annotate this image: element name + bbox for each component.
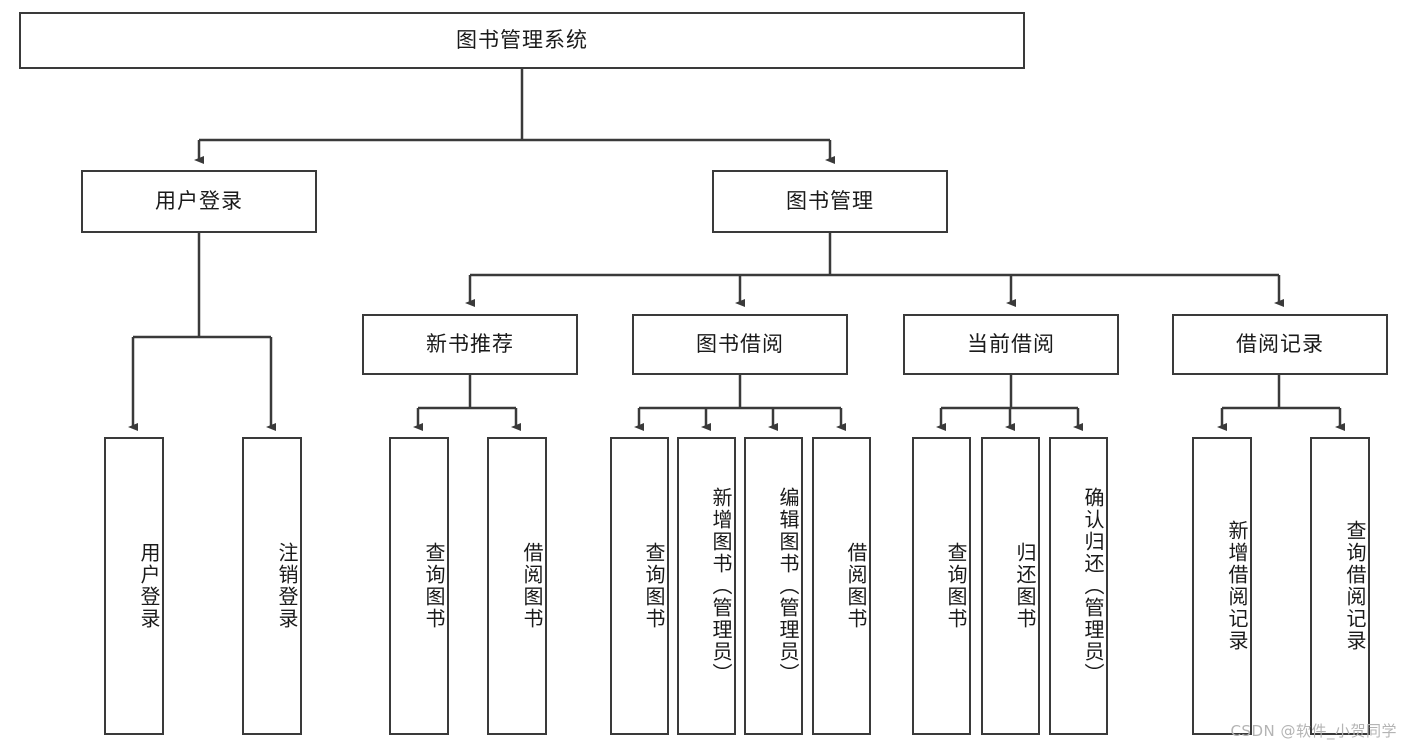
- node-label: 借阅图书: [844, 542, 868, 630]
- leaf-book-borrow-add-book-admin[interactable]: 新增图书（管理员）: [677, 437, 736, 735]
- node-label: 新书推荐: [426, 331, 514, 356]
- node-label: 新增图书（管理员）: [709, 487, 733, 685]
- node-label: 查询借阅记录: [1343, 520, 1367, 652]
- node-label: 新增借阅记录: [1225, 520, 1249, 652]
- node-label: 借阅记录: [1236, 331, 1324, 356]
- node-current-borrow[interactable]: 当前借阅: [903, 314, 1119, 375]
- leaf-user-login-logout[interactable]: 注销登录: [242, 437, 302, 735]
- leaf-current-borrow-return-book[interactable]: 归还图书: [981, 437, 1040, 735]
- node-label: 编辑图书（管理员）: [776, 487, 800, 685]
- leaf-borrow-record-query-record[interactable]: 查询借阅记录: [1310, 437, 1370, 735]
- leaf-user-login-login[interactable]: 用户登录: [104, 437, 164, 735]
- node-label: 查询图书: [422, 542, 446, 630]
- node-borrow-record[interactable]: 借阅记录: [1172, 314, 1388, 375]
- leaf-current-borrow-query-book[interactable]: 查询图书: [912, 437, 971, 735]
- node-label: 图书管理系统: [456, 27, 588, 52]
- node-root-book-management-system[interactable]: 图书管理系统: [19, 12, 1025, 69]
- node-user-login[interactable]: 用户登录: [81, 170, 317, 233]
- leaf-book-borrow-edit-book-admin[interactable]: 编辑图书（管理员）: [744, 437, 803, 735]
- node-label: 查询图书: [642, 542, 666, 630]
- leaf-book-borrow-borrow-book[interactable]: 借阅图书: [812, 437, 871, 735]
- node-label: 归还图书: [1013, 542, 1037, 630]
- leaf-book-borrow-query-book[interactable]: 查询图书: [610, 437, 669, 735]
- node-book-borrow[interactable]: 图书借阅: [632, 314, 848, 375]
- leaf-new-book-borrow-book[interactable]: 借阅图书: [487, 437, 547, 735]
- node-book-management[interactable]: 图书管理: [712, 170, 948, 233]
- node-new-book-recommend[interactable]: 新书推荐: [362, 314, 578, 375]
- node-label: 借阅图书: [520, 542, 544, 630]
- node-label: 查询图书: [944, 542, 968, 630]
- node-label: 确认归还（管理员）: [1081, 487, 1105, 685]
- node-label: 用户登录: [137, 542, 161, 630]
- leaf-new-book-query-book[interactable]: 查询图书: [389, 437, 449, 735]
- watermark: CSDN @软件_小贺同学: [1230, 722, 1397, 740]
- leaf-borrow-record-add-record[interactable]: 新增借阅记录: [1192, 437, 1252, 735]
- node-label: 当前借阅: [967, 331, 1055, 356]
- node-label: 注销登录: [275, 542, 299, 630]
- leaf-current-borrow-confirm-return-admin[interactable]: 确认归还（管理员）: [1049, 437, 1108, 735]
- node-label: 用户登录: [155, 188, 243, 213]
- node-label: 图书管理: [786, 188, 874, 213]
- node-label: 图书借阅: [696, 331, 784, 356]
